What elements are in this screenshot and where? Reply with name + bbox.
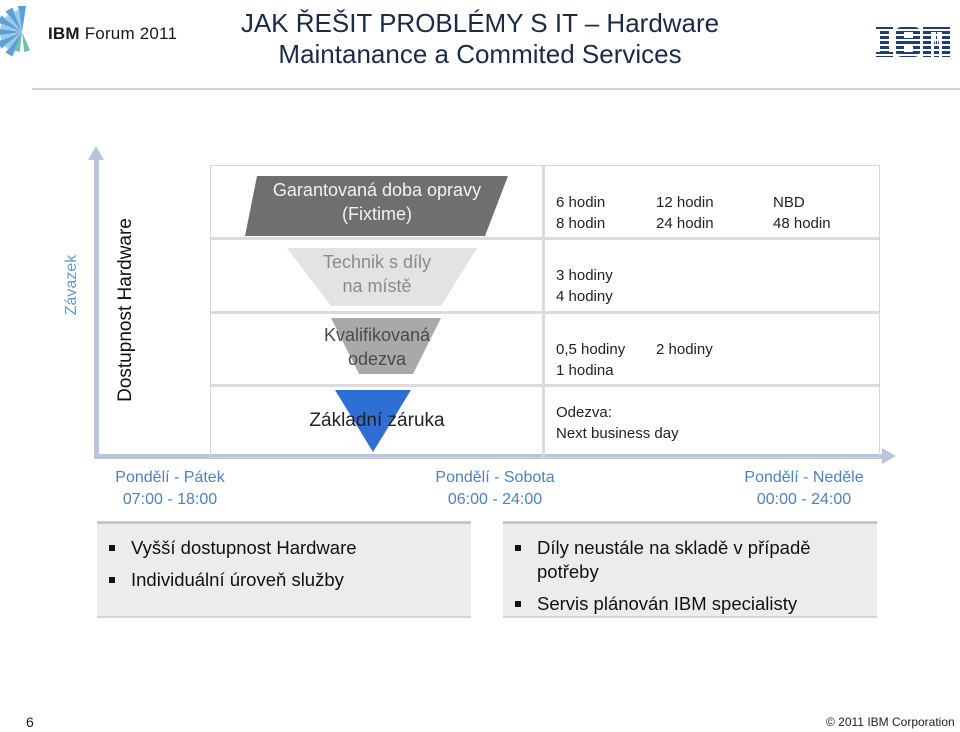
benefits-box-right: Díly neustále na skladě v případě potřeb… xyxy=(503,521,877,618)
fixtime-value-col1: 6 hodin 8 hodin xyxy=(556,194,606,232)
grid-row-divider xyxy=(211,311,879,314)
response-value-col1: 0,5 hodiny 1 hodina xyxy=(556,341,626,379)
page-number: 6 xyxy=(26,714,34,730)
horizontal-axis-arrow-icon xyxy=(882,448,896,464)
bullet-icon xyxy=(515,601,521,607)
response-value-col2: 2 hodiny xyxy=(656,341,713,358)
tier-onsite-shape xyxy=(287,248,477,306)
ibm-logo xyxy=(876,27,950,57)
grid-row-divider xyxy=(211,384,879,387)
header-divider xyxy=(32,88,960,90)
grid-row-divider xyxy=(211,237,879,240)
forum-brand: IBM xyxy=(48,24,80,43)
list-item: Individuální úroveň služby xyxy=(109,568,357,592)
grid-column-divider xyxy=(542,166,545,457)
tier-fixtime-label: Garantovaná doba opravy (Fixtime) xyxy=(272,180,482,224)
title-line-1: JAK ŘEŠIT PROBLÉMY S IT – Hardware xyxy=(240,8,720,38)
title-line-2: Maintanance a Commited Services xyxy=(278,39,682,69)
slide-title: JAK ŘEŠIT PROBLÉMY S IT – Hardware Maint… xyxy=(180,8,780,70)
vertical-axis xyxy=(94,158,99,458)
copyright-notice: © 2011 IBM Corporation xyxy=(826,715,955,729)
tier-response-label: Kvalifikovaná odezva xyxy=(323,325,431,369)
tier-onsite-label: Technik s díly na místě xyxy=(322,252,432,296)
service-level-funnel xyxy=(245,176,508,452)
list-item: Vyšší dostupnost Hardware xyxy=(109,536,357,560)
forum-logo-text: IBM Forum 2011 xyxy=(48,24,177,44)
ibm-forum-logo xyxy=(0,6,31,57)
tier-response-shape xyxy=(331,318,441,374)
coverage-mon-fri: Pondělí - Pátek 07:00 - 18:00 xyxy=(115,469,225,508)
bullet-icon xyxy=(109,545,115,551)
coverage-mon-sun: Pondělí - Neděle 00:00 - 24:00 xyxy=(744,469,864,508)
tier-fixtime-shape xyxy=(245,176,508,236)
list-item: Servis plánován IBM specialisty xyxy=(515,592,865,616)
basic-value-col1: Odezva: Next business day xyxy=(556,404,679,442)
benefits-list-right: Díly neustále na skladě v případě potřeb… xyxy=(515,536,865,616)
list-item: Díly neustále na skladě v případě potřeb… xyxy=(515,536,865,584)
bullet-icon xyxy=(109,577,115,583)
tier-basic-shape xyxy=(335,390,411,452)
horizontal-axis xyxy=(94,454,884,459)
fixtime-value-col3: NBD 48 hodin xyxy=(773,194,831,232)
coverage-mon-sat: Pondělí - Sobota 06:00 - 24:00 xyxy=(435,469,555,508)
service-grid xyxy=(210,165,880,458)
onsite-value-col1: 3 hodiny 4 hodiny xyxy=(556,267,613,305)
axis-label-commitment: Závazek xyxy=(63,254,80,316)
forum-event: Forum 2011 xyxy=(84,24,178,43)
bullet-icon xyxy=(515,545,521,551)
fixtime-value-col2: 12 hodin 24 hodin xyxy=(656,194,714,232)
benefits-list-left: Vyšší dostupnost Hardware Individuální ú… xyxy=(109,536,357,592)
vertical-axis-arrow-icon xyxy=(88,146,104,160)
benefits-box-left: Vyšší dostupnost Hardware Individuální ú… xyxy=(97,521,471,618)
axis-label-hardware-availability: Dostupnost Hardware xyxy=(115,218,136,402)
tier-basic-label: Základní záruka xyxy=(309,410,445,431)
